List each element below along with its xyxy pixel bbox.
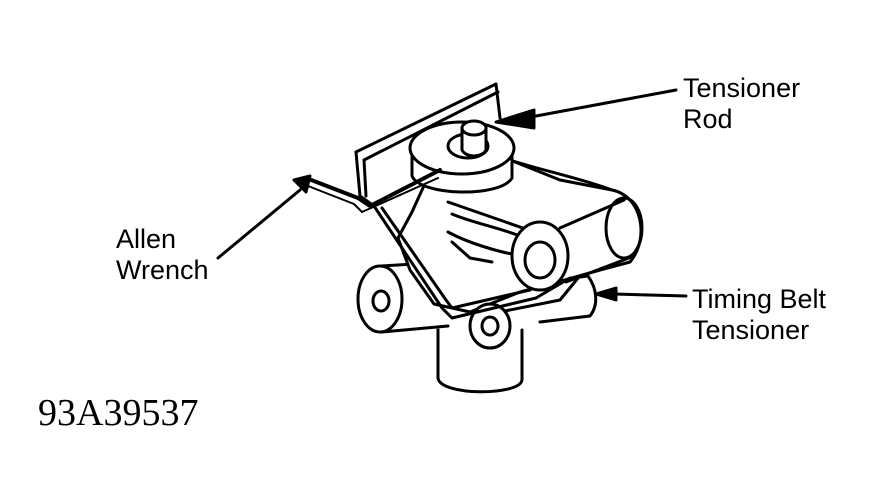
figure-id: 93A39537 — [38, 392, 199, 434]
label-tensioner-rod-line1: Tensioner — [683, 73, 801, 103]
label-tensioner-rod-line2: Rod — [683, 104, 733, 134]
tensioner-rod — [460, 119, 488, 158]
label-timing-belt-tensioner-line1: Timing Belt — [692, 284, 827, 314]
leader-tensioner-rod — [494, 88, 678, 130]
leader-timing-belt-tensioner — [594, 286, 688, 302]
locking-plate — [354, 82, 572, 320]
leader-allen-wrench — [216, 174, 312, 260]
label-timing-belt-tensioner-line2: Tensioner — [692, 315, 810, 345]
label-timing-belt-tensioner: Timing Belt Tensioner — [692, 284, 826, 346]
label-allen-wrench-line1: Allen — [116, 224, 177, 254]
allen-wrench — [304, 168, 442, 213]
label-tensioner-rod: Tensioner Rod — [683, 73, 800, 135]
label-allen-wrench: Allen Wrench — [116, 224, 209, 286]
label-allen-wrench-line2: Wrench — [116, 255, 209, 285]
